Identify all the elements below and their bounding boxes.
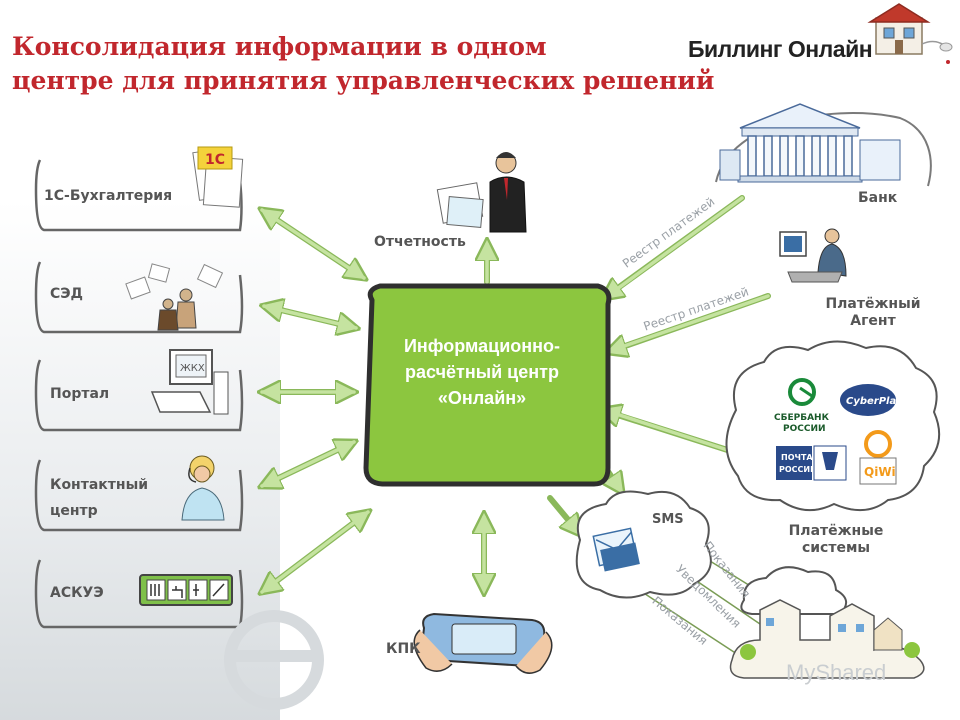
sms-cloud — [575, 490, 712, 599]
slide-title: Консолидация информации в одном центре д… — [12, 30, 714, 98]
pochta-logo-line1: ПОЧТА — [781, 453, 813, 462]
logo-1c-text: 1С — [205, 152, 225, 168]
left-arrows — [262, 210, 368, 592]
node-payment-systems-label: Платёжные системы — [784, 523, 888, 557]
node-payment-agent-line-2: Агент — [850, 313, 896, 329]
node-payment-systems-line-2: системы — [801, 540, 871, 556]
node-accounting-label: 1С-Бухгалтерия — [44, 188, 173, 204]
node-sms-label: SMS — [652, 512, 684, 527]
central-hub — [363, 283, 612, 487]
customers-illustration — [729, 566, 925, 679]
qiwi-logo: QiWi — [864, 465, 896, 479]
node-payment-agent-label: Платёжный Агент — [818, 296, 928, 330]
central-hub-line-2: расчётный центр — [405, 362, 559, 382]
cyberplat-logo: CyberPlat — [846, 396, 902, 407]
document-flow-icon — [125, 263, 224, 331]
node-edm-label: СЭД — [50, 286, 84, 302]
node-askue-label: АСКУЭ — [50, 585, 104, 601]
title-line-1: Консолидация информации в одном — [12, 32, 547, 61]
portal-computer-icon: ЖКХ — [150, 349, 229, 415]
central-hub-label: Информационно- расчётный центр «Онлайн» — [364, 333, 600, 411]
payment-agent-icon — [779, 228, 847, 283]
house-logo-icon — [867, 3, 953, 64]
brand-name: Биллинг Онлайн — [688, 36, 873, 62]
node-reporting-label: Отчетность — [374, 234, 466, 250]
node-contact-center-line-2: центр — [50, 503, 98, 519]
sberbank-logo-line2: РОССИИ — [783, 424, 826, 434]
node-contact-center-line-1: Контактный — [50, 477, 149, 493]
left-node-frames — [34, 159, 244, 629]
payment-systems-cloud: СБЕРБАНК РОССИИ CyberPlat ПОЧТА РОССИИ Q… — [725, 340, 941, 511]
node-contact-center-label: Контактный центр — [50, 472, 148, 524]
call-center-operator-icon — [181, 455, 225, 521]
zhkh-screen-text: ЖКХ — [180, 363, 205, 374]
title-line-2: центре для принятия управленческих решен… — [12, 66, 715, 95]
node-payment-systems-line-1: Платёжные — [788, 523, 884, 539]
bank-building-icon — [715, 103, 932, 187]
handheld-pda-icon — [413, 612, 553, 674]
central-hub-line-3: «Онлайн» — [437, 388, 527, 408]
accounting-1c-icon: 1С — [192, 146, 244, 208]
node-kpk-label: КПК — [386, 641, 421, 657]
central-hub-line-1: Информационно- — [403, 336, 561, 356]
node-payment-agent-line-1: Платёжный — [825, 296, 921, 312]
node-portal-label: Портал — [50, 386, 110, 402]
pochta-logo-line2: РОССИИ — [779, 465, 817, 474]
metering-icons-panel — [139, 574, 233, 606]
watermark-text: MyShared — [786, 660, 887, 685]
sberbank-logo-line1: СБЕРБАНК — [774, 413, 830, 423]
corner-e-logo-icon — [224, 610, 324, 710]
reporting-businessman-icon — [436, 152, 527, 233]
node-bank-label: Банк — [858, 190, 898, 206]
